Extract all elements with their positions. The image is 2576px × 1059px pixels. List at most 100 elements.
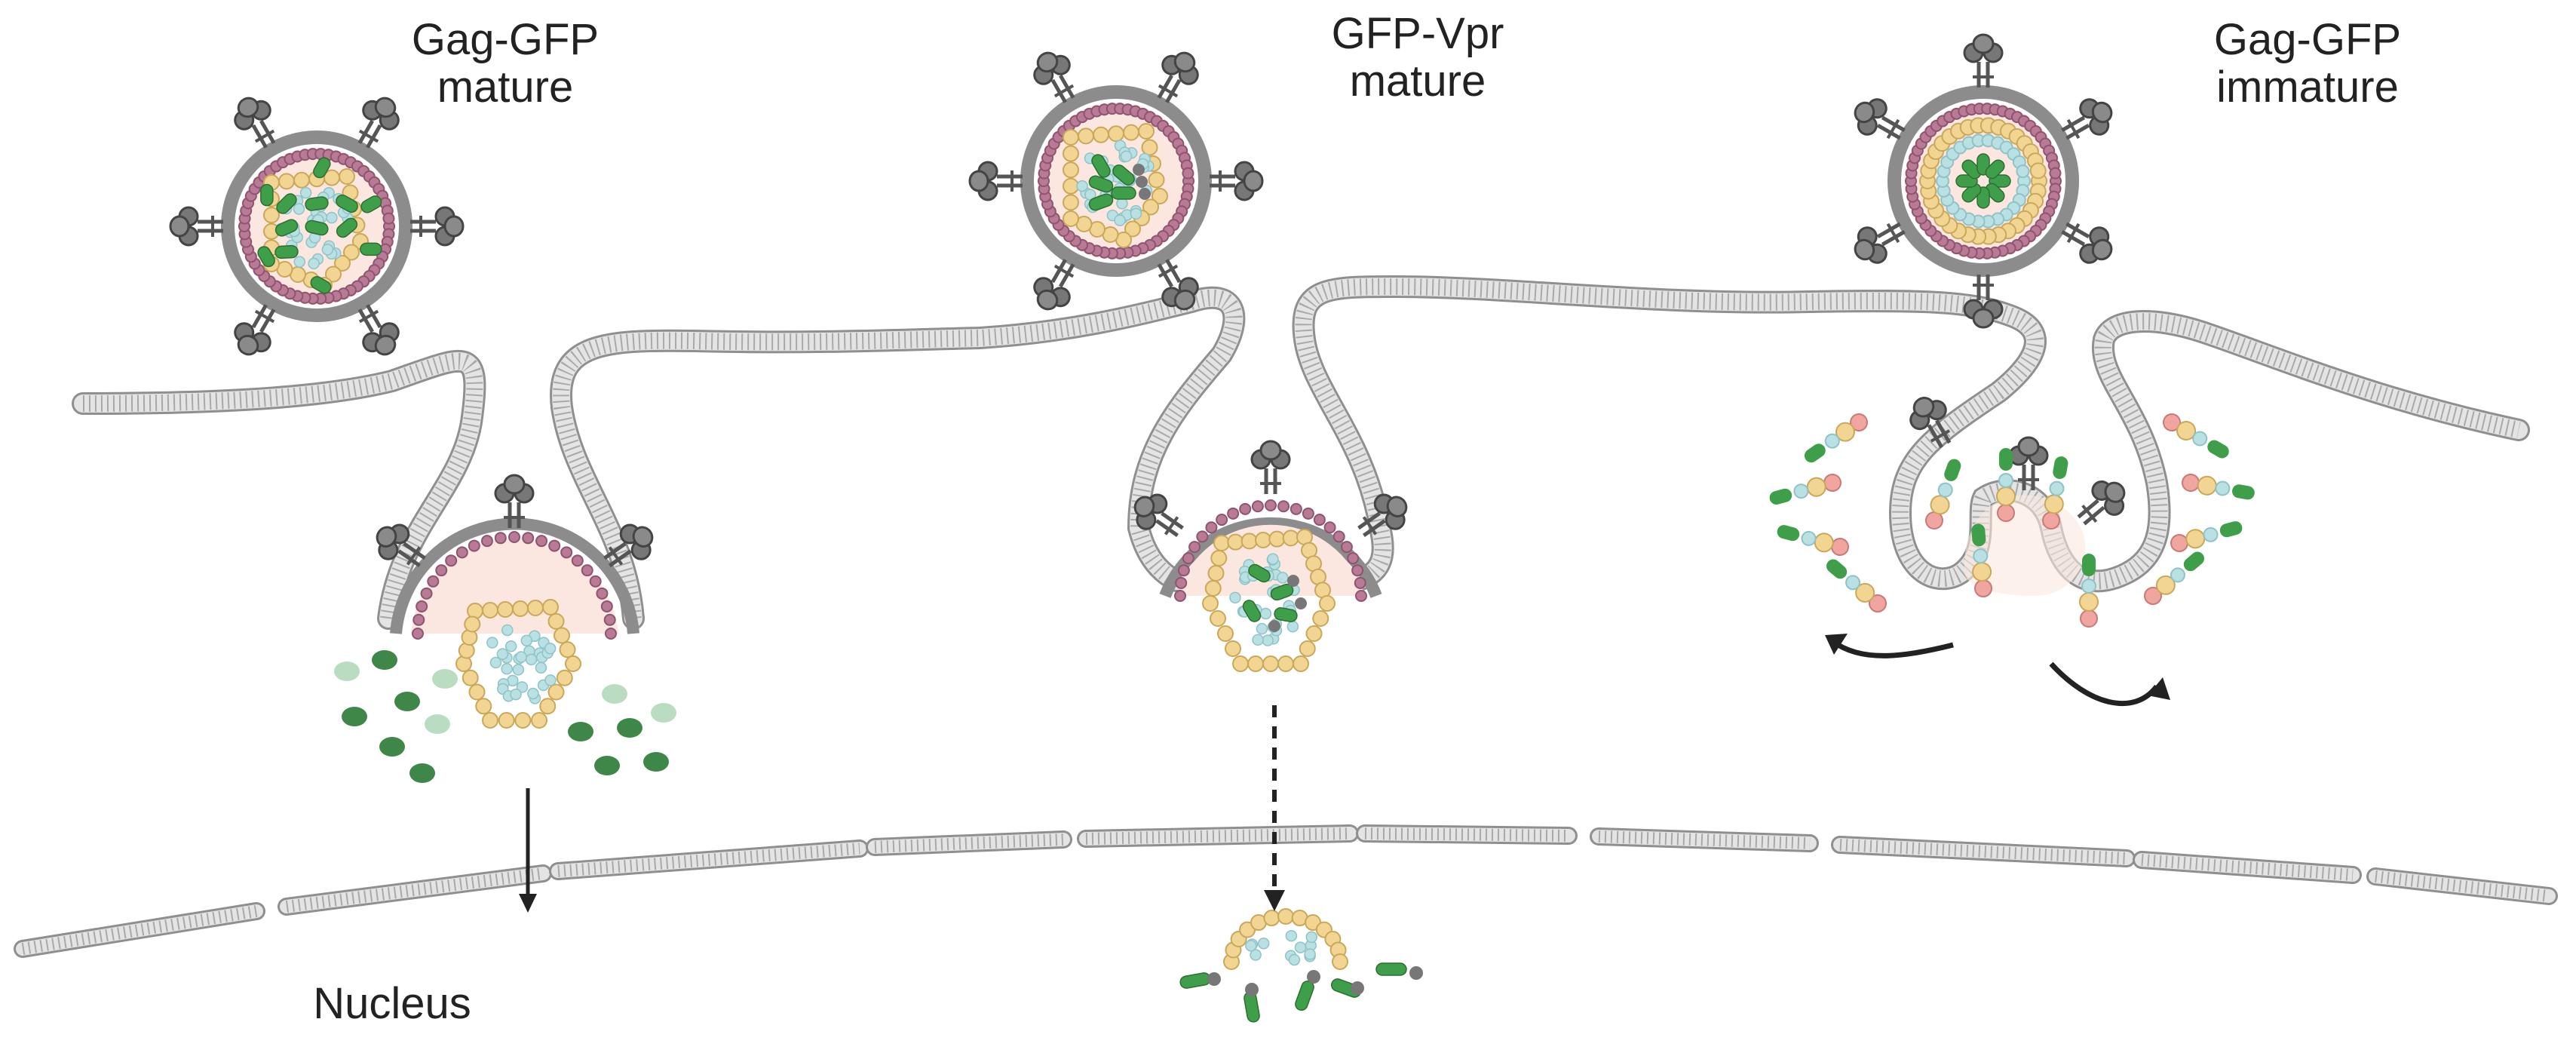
nc-core-dot	[1285, 929, 1298, 942]
membrane-body	[1592, 830, 1817, 850]
capsid-shell-bead	[1063, 129, 1079, 146]
gfp-molecule-icon	[1826, 559, 1848, 579]
capsid-shell-bead	[1293, 655, 1309, 672]
matrix-bead	[1174, 590, 1186, 602]
gfp-spot	[334, 661, 360, 681]
gfp-molecule-icon	[1248, 563, 1271, 583]
capsid-shell-bead	[1202, 595, 1219, 612]
capsid-shell-bead	[497, 601, 514, 618]
nc-core-dot	[1288, 953, 1301, 966]
matrix-bead	[1239, 502, 1252, 515]
gag-nc-layer	[1936, 134, 2031, 229]
env-spike-icon	[2008, 436, 2049, 490]
membrane-body	[1079, 827, 1357, 846]
capsid-shell-bead	[514, 712, 532, 729]
spike-stalk	[1363, 519, 1386, 537]
gag-chain-icon	[1777, 525, 1849, 556]
env-spike-icon	[169, 206, 223, 247]
gag-chain-icon	[1971, 523, 1992, 597]
nc-core-dot	[1245, 939, 1257, 952]
capsid-shell-bead	[325, 266, 342, 283]
env-spike-icon	[1157, 259, 1199, 311]
spike-stalk	[1357, 511, 1381, 530]
gfp-body	[1961, 159, 1982, 180]
env-spike-icon	[1854, 222, 1906, 264]
membrane-hatch	[285, 867, 544, 913]
spike-head	[2104, 481, 2126, 503]
capsid-shell-bead	[1210, 550, 1228, 566]
gag-chain-icon	[2042, 456, 2068, 530]
spike-bar	[1930, 429, 1951, 443]
gfp-molecule-icon	[1295, 980, 1314, 1011]
spike-bar	[2066, 223, 2081, 244]
matrix-bead	[435, 564, 448, 577]
capsid-shell-bead	[1138, 123, 1155, 140]
plasma-membrane-path	[72, 275, 2530, 630]
spike-stalk	[259, 119, 276, 144]
spike-bar	[2066, 118, 2081, 140]
matrix-bead	[603, 613, 616, 626]
spike-head	[1386, 496, 1408, 517]
nc-core-dot	[1120, 150, 1133, 162]
env-spike-icon	[2061, 222, 2113, 264]
gfp-molecule-icon	[1971, 523, 1986, 547]
gfp-body	[1242, 600, 1262, 622]
gag-bead	[1937, 482, 1953, 498]
capsid-shell-bead	[1227, 533, 1244, 551]
label-line: Gag-GFP	[411, 15, 600, 64]
gag-chain-icon	[2144, 551, 2204, 605]
spike-bar	[1886, 223, 1900, 244]
nc-core-dot	[501, 662, 513, 675]
gfp-molecule-icon	[313, 157, 331, 179]
gfp-molecule-icon	[305, 219, 329, 236]
spike-stalk	[603, 542, 627, 560]
env-spike-icon	[357, 304, 400, 356]
gfp-molecule-icon	[360, 242, 382, 256]
matrix-bead	[445, 554, 458, 567]
matrix-bead	[508, 531, 520, 543]
capsid-shell-bead	[462, 669, 479, 686]
gfp-body	[276, 193, 297, 214]
label-line: mature	[437, 62, 574, 112]
gfp-body	[360, 195, 382, 213]
gag-bead	[2192, 431, 2208, 447]
gfp-body	[274, 219, 299, 237]
label-gag-gfp-mature: Gag-GFP mature	[370, 15, 641, 112]
gag-bead	[2215, 480, 2231, 496]
capsid-shell-bead	[559, 641, 576, 658]
gfp-molecule-icon	[336, 194, 358, 213]
matrix-bead	[589, 575, 602, 588]
matrix-bead	[1251, 500, 1264, 513]
capsid-shell-bead	[1240, 533, 1258, 550]
nuclear-envelope-segment	[1077, 824, 1359, 848]
spike-bar	[1886, 118, 1900, 140]
gfp-spot	[643, 752, 669, 772]
nc-core-dot	[1250, 949, 1262, 961]
spike-head	[1972, 308, 1995, 329]
spike-stalk	[2065, 124, 2090, 140]
spike-head	[1259, 440, 1282, 461]
matrix-bead	[1323, 521, 1336, 534]
gfp-body	[1274, 607, 1298, 622]
capsid-shell-bead	[565, 655, 581, 672]
spike-stalk	[1157, 74, 1173, 99]
half-envelope	[390, 517, 639, 634]
spike-stalk	[1161, 511, 1184, 530]
nc-core-dot	[486, 637, 498, 649]
spike-stalk	[2083, 505, 2105, 526]
gag-capsid-layer	[1919, 117, 2047, 245]
gfp-molecule-icon	[1961, 159, 1982, 180]
matrix-bead	[1347, 552, 1360, 565]
capsid-shell-bead	[1232, 655, 1249, 672]
nc-core-dot	[510, 688, 522, 701]
matrix-bead	[522, 532, 535, 545]
capsid-shell-bead	[482, 712, 498, 729]
capsid-shell-bead	[1124, 220, 1141, 238]
gfp-molecule-icon	[260, 183, 274, 207]
matrix-bead	[1290, 502, 1302, 515]
nc-core	[1076, 140, 1155, 226]
spike-stalk	[2061, 115, 2086, 132]
membrane-hatch	[1364, 827, 1569, 842]
label-line: immature	[2216, 62, 2399, 112]
nc-core-dot	[1286, 620, 1299, 633]
